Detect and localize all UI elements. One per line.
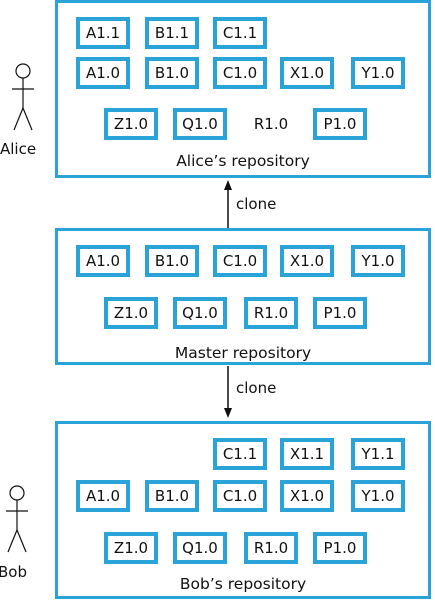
- alice-item: C1.0: [213, 57, 267, 89]
- bob-item: C1.1: [213, 438, 267, 470]
- alice-item: P1.0: [313, 108, 367, 140]
- bob-item: Z1.0: [104, 532, 158, 564]
- bob-actor-icon: [6, 485, 28, 553]
- clone-label-upper: clone: [236, 195, 277, 213]
- bob-item: Y1.1: [351, 438, 405, 470]
- master-item: A1.0: [76, 245, 130, 277]
- alice-item: B1.1: [145, 17, 199, 49]
- bob-item: B1.0: [145, 480, 199, 512]
- alice-actor-icon: [12, 63, 34, 131]
- alice-label: Alice: [0, 140, 37, 158]
- master-item: B1.0: [145, 245, 199, 277]
- master-item: Y1.0: [351, 245, 405, 277]
- alice-item: Q1.0: [173, 108, 227, 140]
- master-item: R1.0: [244, 297, 298, 329]
- master-item: X1.0: [280, 245, 334, 277]
- bob-item: Y1.0: [351, 480, 405, 512]
- master-item: Q1.0: [173, 297, 227, 329]
- bob-item: R1.0: [244, 532, 298, 564]
- master-repository-label: Master repository: [174, 344, 312, 362]
- bob-item: A1.0: [76, 480, 130, 512]
- bob-label: Bob: [0, 563, 27, 581]
- master-item: Z1.0: [104, 297, 158, 329]
- clone-label-lower: clone: [236, 379, 277, 397]
- bob-item: X1.1: [280, 438, 334, 470]
- alice-item: C1.1: [213, 17, 267, 49]
- master-repository: A1.0 B1.0 C1.0 X1.0 Y1.0 Z1.0 Q1.0 R1.0 …: [55, 228, 431, 365]
- alice-item-unboxed: R1.0: [244, 108, 298, 140]
- alice-item: X1.0: [280, 57, 334, 89]
- alice-item: Z1.0: [104, 108, 158, 140]
- bob-repository-label: Bob’s repository: [179, 575, 307, 593]
- master-item: C1.0: [213, 245, 267, 277]
- alice-repository: A1.1 B1.1 C1.1 A1.0 B1.0 C1.0 X1.0 Y1.0 …: [55, 0, 431, 178]
- alice-item: B1.0: [145, 57, 199, 89]
- alice-item: A1.1: [76, 17, 130, 49]
- bob-item: C1.0: [213, 480, 267, 512]
- bob-item: P1.0: [313, 532, 367, 564]
- bob-item: Q1.0: [173, 532, 227, 564]
- alice-item: A1.0: [76, 57, 130, 89]
- arrow-up-icon: [224, 180, 232, 190]
- bob-item: X1.0: [280, 480, 334, 512]
- arrow-down-icon: [224, 408, 232, 418]
- alice-repository-label: Alice’s repository: [176, 152, 310, 170]
- master-item: P1.0: [313, 297, 367, 329]
- alice-item: Y1.0: [351, 57, 405, 89]
- bob-repository: C1.1 X1.1 Y1.1 A1.0 B1.0 C1.0 X1.0 Y1.0 …: [55, 421, 431, 599]
